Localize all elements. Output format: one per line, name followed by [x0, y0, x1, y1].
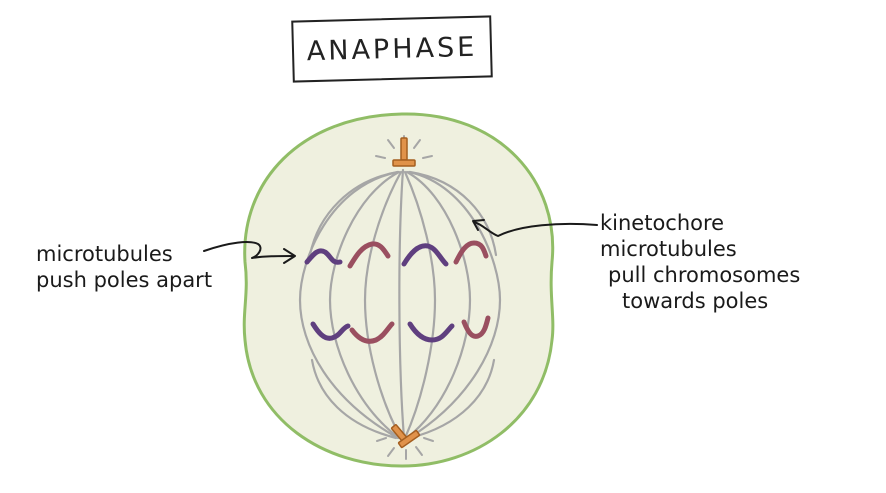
centrosome-top [392, 137, 416, 167]
diagram-title: ANAPHASE [306, 31, 478, 67]
polar-microtubule [363, 170, 403, 440]
label-line: push poles apart [36, 268, 213, 292]
title-box: ANAPHASE [291, 15, 493, 83]
chromosome [304, 248, 343, 265]
chromosomes-upper [304, 240, 489, 269]
chromosome [349, 321, 395, 344]
label-line: pull chromosomes [608, 263, 801, 287]
chromosome [453, 240, 489, 265]
polar-microtubule [403, 170, 437, 440]
label-kinetochore-microtubules: kinetochore microtubules pull chromosome… [600, 210, 800, 314]
astral-microtubule [308, 170, 400, 257]
chromosomes-lower [310, 315, 491, 344]
label-line: towards poles [622, 289, 769, 313]
arrow-left [203, 241, 296, 264]
label-line: microtubules [600, 237, 737, 261]
astral-microtubule [408, 170, 498, 257]
centrosome-bottom [390, 424, 421, 449]
polar-microtubule [398, 168, 406, 440]
label-line: kinetochore [600, 211, 725, 235]
polar-microtubule [407, 170, 502, 440]
label-microtubules-push: microtubules push poles apart [36, 241, 212, 293]
polar-microtubule [328, 170, 401, 440]
spindle-fibers [298, 168, 502, 440]
label-line: microtubules [36, 242, 173, 266]
astral-microtubule [408, 358, 496, 440]
polar-microtubule [298, 170, 400, 440]
polar-microtubule [405, 170, 472, 440]
astral-microtubule [310, 358, 398, 440]
chromosome [347, 241, 391, 269]
chromosome [461, 315, 491, 339]
chromosome [401, 243, 449, 267]
arrow-right [472, 219, 598, 237]
chromosome [310, 321, 351, 341]
aster-rays [375, 135, 434, 460]
chromosome [407, 321, 455, 343]
